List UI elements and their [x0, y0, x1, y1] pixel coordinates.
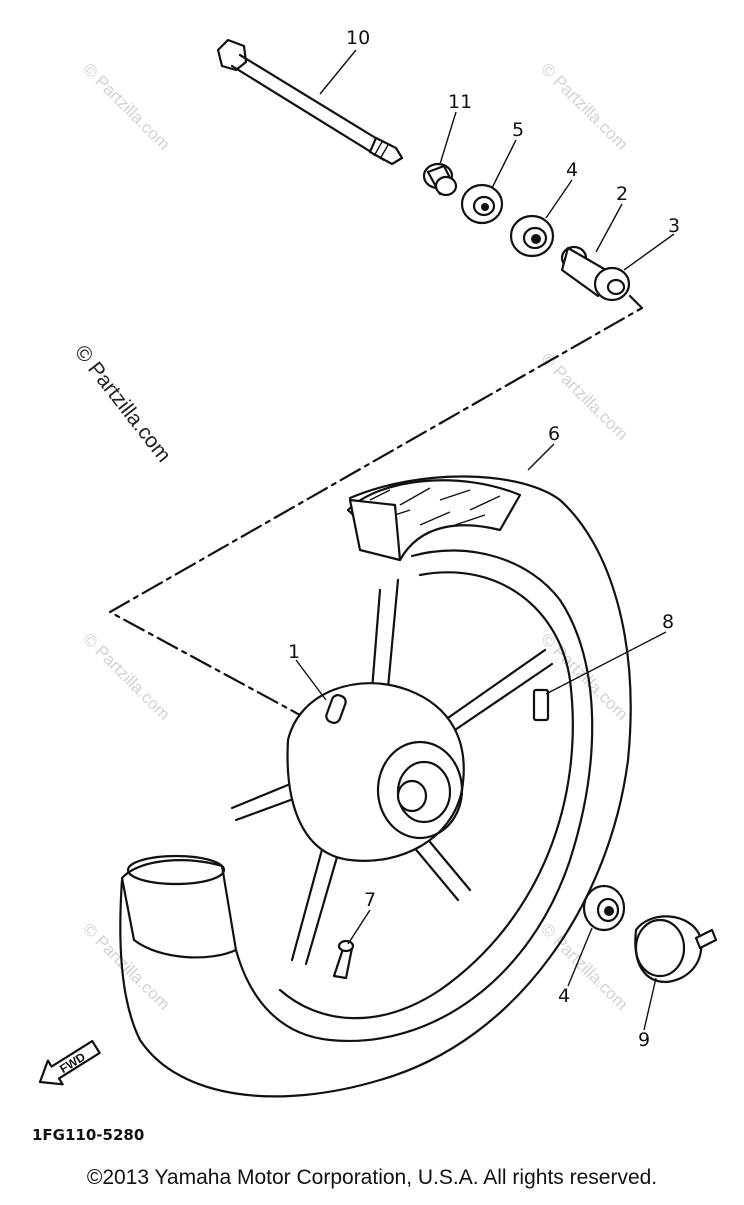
callout-7: 7 [364, 889, 376, 911]
callout-4-upper: 4 [566, 159, 578, 181]
callout-8: 8 [662, 611, 674, 633]
part-meter-gear [634, 915, 718, 984]
callout-labels: 10 11 5 4 2 3 6 8 1 7 4 9 [288, 27, 680, 1051]
callout-6: 6 [548, 423, 560, 445]
watermark: © Partzilla.com [537, 59, 631, 153]
part-axle [216, 38, 404, 166]
forward-arrow: FWD [38, 1039, 101, 1086]
callout-9: 9 [638, 1029, 650, 1051]
diagram-code: 1FG110-5280 [32, 1126, 144, 1144]
callout-2: 2 [616, 183, 628, 205]
copyright-notice: ©2013 Yamaha Motor Corporation, U.S.A. A… [86, 1166, 658, 1189]
watermark: © Partzilla.com [79, 59, 173, 153]
callout-3: 3 [668, 215, 680, 237]
callout-5: 5 [512, 119, 524, 141]
watermark: © Partzilla.com [537, 629, 631, 723]
part-bearing-4-upper [509, 214, 555, 258]
callout-4-lower: 4 [558, 985, 570, 1007]
part-bearing-4-lower [582, 884, 626, 932]
watermark-dark: © Partzilla.com [70, 341, 175, 467]
leader-lines [295, 49, 675, 1031]
watermark: © Partzilla.com [537, 919, 631, 1013]
part-bearing-5 [460, 183, 504, 225]
watermark: © Partzilla.com [79, 629, 173, 723]
assembly-line [108, 294, 644, 717]
part-spacer [560, 245, 631, 302]
arrow-icon [38, 1039, 101, 1086]
callout-11: 11 [448, 91, 472, 113]
callout-10: 10 [346, 27, 370, 49]
part-tire-wheel [119, 475, 632, 1098]
part-collar [422, 162, 458, 197]
callout-1: 1 [288, 641, 300, 663]
